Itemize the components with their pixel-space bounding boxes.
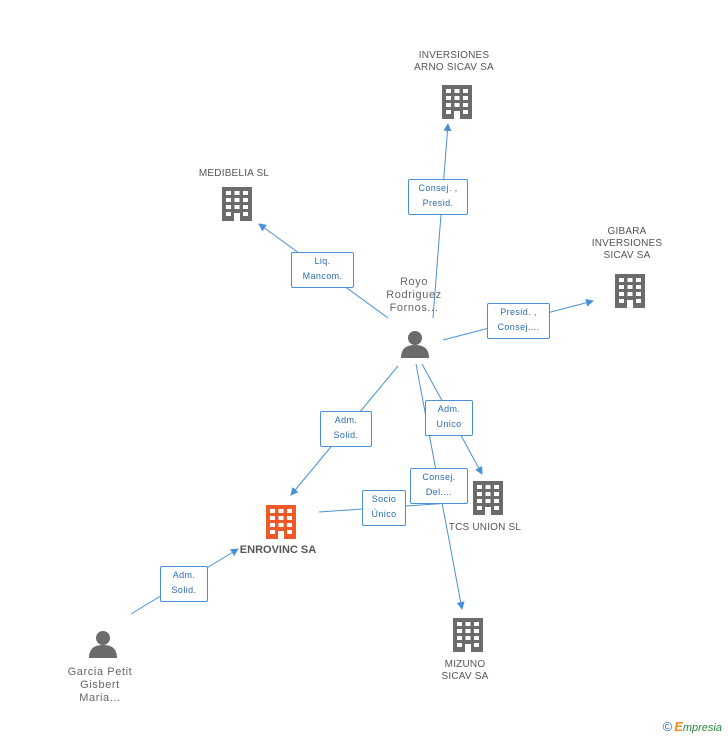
node-label-garcia[interactable]: Garcia Petit Gisbert Maria...: [67, 666, 133, 704]
brand-logo-text: mpresia: [682, 722, 722, 734]
node-label-mizuno[interactable]: MIZUNO SICAV SA: [441, 659, 489, 682]
edge-label-royo-medibelia[interactable]: Liq. Mancom.: [291, 252, 354, 288]
building-icon-enrovinc[interactable]: [266, 505, 296, 539]
person-icon-royo[interactable]: [401, 331, 429, 358]
empresia-watermark: ©Empresia: [663, 719, 722, 734]
edge-label-royo-enrovinc[interactable]: Adm. Solid.: [320, 411, 372, 447]
edge-label-royo-arno[interactable]: Consej. , Presid.: [408, 179, 468, 215]
building-icon-inversiones-arno[interactable]: [442, 85, 472, 119]
brand-logo-letter: E: [674, 719, 683, 734]
edge-label-royo-gibara[interactable]: Presid. , Consej....: [487, 303, 550, 339]
building-icon-mizuno[interactable]: [453, 618, 483, 652]
building-icon-tcs-union[interactable]: [473, 481, 503, 515]
building-icon-gibara[interactable]: [615, 274, 645, 308]
building-icon-medibelia[interactable]: [222, 187, 252, 221]
node-label-medibelia[interactable]: MEDIBELIA SL: [198, 168, 270, 179]
person-icon-garcia[interactable]: [89, 631, 117, 658]
node-label-tcs-union[interactable]: TCS UNION SL: [448, 522, 522, 533]
node-label-royo[interactable]: Royo Rodriguez Fornos...: [386, 276, 442, 314]
node-label-gibara[interactable]: GIBARA INVERSIONES SICAV SA: [591, 226, 663, 261]
node-label-enrovinc[interactable]: ENROVINC SA: [239, 544, 317, 556]
edge-label-royo-mizuno[interactable]: Consej. Del....: [410, 468, 468, 504]
edge-label-tcs-enrovinc[interactable]: Socio Único: [362, 490, 406, 526]
edge-label-garcia-enrovinc[interactable]: Adm. Solid.: [160, 566, 208, 602]
edge-royo-arno: [432, 123, 452, 319]
copyright-icon: ©: [662, 719, 673, 734]
node-label-inversiones-arno[interactable]: INVERSIONES ARNO SICAV SA: [414, 50, 494, 73]
edge-label-royo-tcs[interactable]: Adm. Unico: [425, 400, 473, 436]
